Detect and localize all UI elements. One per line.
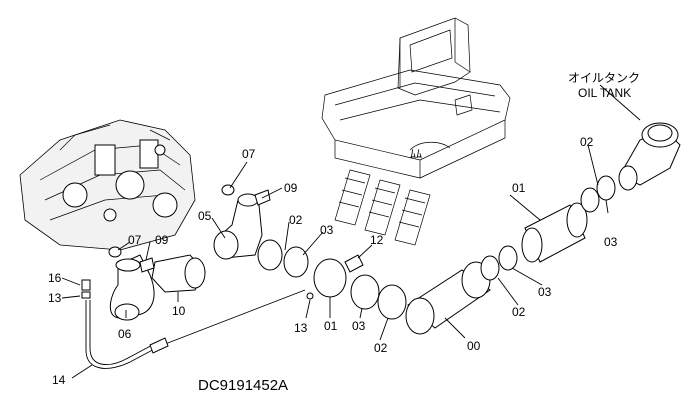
oil-tank-label-ja: オイルタンク xyxy=(568,71,640,85)
callout-02-b: 02 xyxy=(374,341,388,355)
callout-01-mid: 01 xyxy=(512,181,526,195)
elbow-pipe-05 xyxy=(213,193,263,260)
callout-13-mid: 13 xyxy=(294,321,308,335)
clamps-mid xyxy=(480,245,518,281)
callout-03-a: 03 xyxy=(320,223,334,237)
callout-02-a: 02 xyxy=(289,213,303,227)
hydraulic-pump-assembly xyxy=(19,119,196,251)
callout-02-top: 02 xyxy=(580,135,594,149)
callout-09-left: 09 xyxy=(155,233,169,247)
excavator-outline: ﾑﾑ xyxy=(321,17,511,246)
hose-01-upper xyxy=(521,202,588,263)
callout-07-top: 07 xyxy=(242,147,256,161)
leader-lines xyxy=(61,84,641,379)
callout-14: 14 xyxy=(52,373,66,387)
hose-14 xyxy=(85,289,306,369)
callout-05: 05 xyxy=(198,209,212,223)
clamps-top xyxy=(580,175,616,213)
callout-labels: オイルタンク OIL TANK 07 09 05 02 03 12 01 02 … xyxy=(48,71,640,394)
callout-10: 10 xyxy=(172,304,186,318)
callout-02-c: 02 xyxy=(512,305,526,319)
callout-03-c: 03 xyxy=(538,285,552,299)
drawing-number: DC9191452A xyxy=(198,377,288,394)
oil-tank-label-en: OIL TANK xyxy=(578,86,631,100)
oil-tank-outlet xyxy=(618,122,681,191)
hose-and-clamps xyxy=(257,239,407,320)
callout-16: 16 xyxy=(48,271,62,285)
callout-13-left: 13 xyxy=(48,291,62,305)
callout-00: 00 xyxy=(467,339,481,353)
callout-03-top: 03 xyxy=(604,235,618,249)
svg-text:ﾑﾑ: ﾑﾑ xyxy=(410,147,422,161)
callout-07-left: 07 xyxy=(128,233,142,247)
callout-01-top: 01 xyxy=(324,319,338,333)
fitting-10 xyxy=(151,254,206,293)
small-fittings xyxy=(81,184,364,300)
callout-09-top: 09 xyxy=(284,181,298,195)
callout-06: 06 xyxy=(118,327,132,341)
callout-03-b: 03 xyxy=(352,319,366,333)
pipe-00 xyxy=(405,261,491,335)
callout-12: 12 xyxy=(370,233,384,247)
